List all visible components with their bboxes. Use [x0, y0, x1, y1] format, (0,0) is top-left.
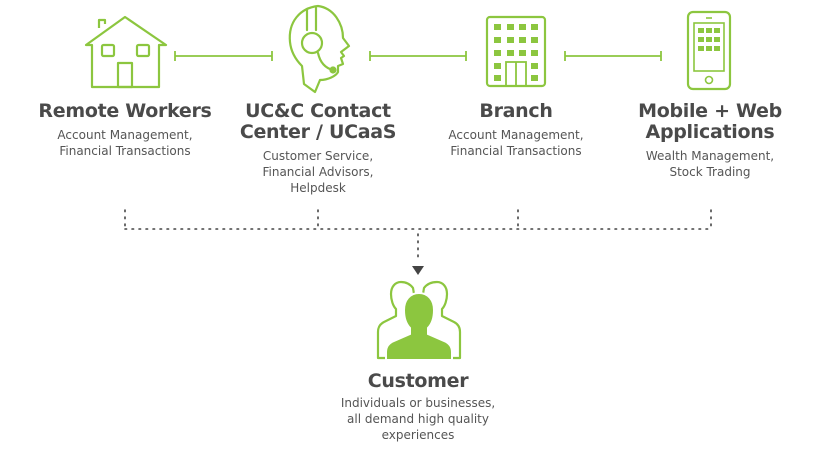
node-desc-remote-workers: Account Management, Financial Transactio… — [30, 127, 220, 159]
node-title-line: Remote Workers — [38, 100, 212, 122]
node-desc-line: Wealth Management, — [645, 149, 775, 163]
node-desc-branch: Account Management, Financial Transactio… — [418, 127, 614, 159]
smartphone-icon — [686, 10, 732, 91]
node-title-line: Center / UCaaS — [239, 121, 397, 143]
link-contact-to-branch — [369, 51, 467, 61]
node-desc-contact-center: Customer Service, Financial Advisors, He… — [222, 148, 414, 196]
node-desc-line: Account Management, — [448, 128, 584, 142]
node-desc-line: Helpdesk — [290, 181, 346, 195]
node-title-remote-workers: Remote Workers — [30, 101, 220, 122]
node-desc-line: Stock Trading — [669, 165, 751, 179]
node-title-line: Mobile + Web — [638, 100, 782, 122]
headset-agent-icon — [288, 4, 351, 94]
node-desc-line: Customer Service, — [262, 149, 374, 163]
node-desc-line: Financial Advisors, — [262, 165, 374, 179]
link-remote-to-contact — [174, 51, 273, 61]
node-title-line: Branch — [479, 100, 553, 122]
node-title-line: Applications — [645, 121, 775, 143]
dotted-connectors — [124, 209, 712, 263]
customer-title: Customer — [318, 371, 518, 392]
node-desc-line: Financial Transactions — [59, 144, 191, 158]
node-desc-line: Account Management, — [57, 128, 193, 142]
node-title-line: UC&C Contact — [245, 100, 391, 122]
customer-desc-line: all demand high quality — [347, 412, 489, 426]
node-title-mobile-web: Mobile + Web Applications — [612, 101, 808, 143]
node-desc-line: Financial Transactions — [450, 144, 582, 158]
customer-group-icon — [376, 280, 462, 361]
customer-title-text: Customer — [367, 370, 469, 392]
node-title-contact-center: UC&C Contact Center / UCaaS — [222, 101, 414, 143]
customer-desc-line: experiences — [381, 428, 455, 442]
office-building-icon — [485, 15, 547, 88]
node-desc-mobile-web: Wealth Management, Stock Trading — [612, 148, 808, 180]
node-title-branch: Branch — [418, 101, 614, 122]
customer-desc-line: Individuals or businesses, — [340, 396, 496, 410]
house-icon — [84, 15, 168, 89]
arrow-down-icon — [412, 266, 424, 275]
customer-desc: Individuals or businesses, all demand hi… — [318, 395, 518, 443]
link-branch-to-mobile — [564, 51, 662, 61]
